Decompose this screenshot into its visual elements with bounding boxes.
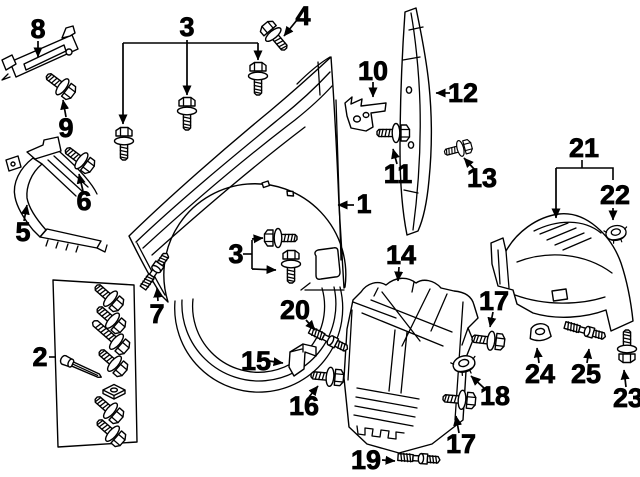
small-bracket-part [344,96,387,132]
callout-label-1: 1 [356,189,371,219]
callout-label-4: 4 [295,1,310,31]
callout-label-24: 24 [525,359,555,389]
fender-liner-front-part [343,277,479,454]
cowl-rail-bracket-part [1,25,79,81]
clip-bracket-part [288,343,317,377]
fender-part [128,56,347,393]
callout-label-25: 25 [571,359,601,389]
callout-label-3-top: 3 [179,12,194,42]
callout-arrows [20,19,630,465]
callout-labels: 1 2 3 3 4 5 6 7 8 9 10 11 12 13 14 15 16… [15,1,640,476]
callout-label-9: 9 [58,113,73,143]
fender-liner-rear-part [490,213,634,332]
callout-label-7: 7 [149,299,164,329]
callout-label-15: 15 [241,346,271,376]
callout-label-12: 12 [448,78,478,108]
pillar-reinforcement-part [399,7,432,236]
callout-label-13: 13 [467,163,497,193]
callout-label-17-upper: 17 [479,286,509,316]
callout-label-16: 16 [289,391,319,421]
callout-label-14: 14 [386,240,416,270]
callout-label-3-bottom: 3 [228,239,243,269]
callout-label-19: 19 [351,445,381,475]
callout-label-23: 23 [613,383,640,413]
side-bracket-part [5,136,108,253]
callout-label-8: 8 [30,14,45,44]
callout-label-10: 10 [358,56,388,86]
callout-label-11: 11 [384,159,413,189]
callout-label-2: 2 [32,342,47,372]
callout-label-18: 18 [480,381,510,411]
callout-label-17-lower: 17 [446,429,476,459]
callout-label-6: 6 [76,186,91,216]
callout-label-21: 21 [569,133,599,163]
hardware-kit-box [52,278,138,451]
callout-label-5: 5 [15,217,30,247]
callout-label-22: 22 [600,180,630,210]
callout-label-20: 20 [280,295,310,325]
